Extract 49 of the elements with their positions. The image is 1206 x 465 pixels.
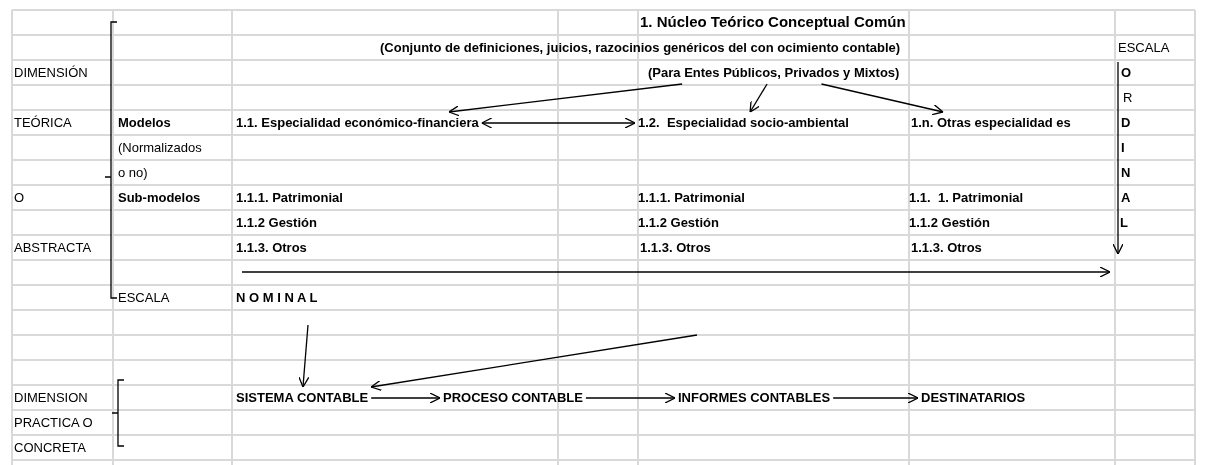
scale-letter: N	[1121, 165, 1131, 181]
arrow	[370, 392, 441, 404]
node-text: DESTINATARIOS	[921, 390, 1026, 406]
dimension-label: PRACTICA O	[14, 415, 93, 431]
row-label: Modelos	[118, 115, 171, 131]
row-label: (Normalizados	[118, 140, 202, 156]
submodel-label: 1.1.1. Patrimonial	[236, 190, 343, 206]
dimension-label: DIMENSION	[14, 390, 88, 406]
scale-letter: L	[1120, 215, 1128, 231]
submodel-label: 1.1.3. Otros	[911, 240, 982, 256]
submodel-label: 1.1.3. Otros	[236, 240, 307, 256]
arrow	[448, 83, 683, 117]
dimension-label: O	[14, 190, 25, 206]
scale-letter: I	[1121, 140, 1125, 156]
node-text: 1.2. Especialidad socio-ambiental	[638, 115, 849, 131]
node-text: PROCESO CONTABLE	[443, 390, 583, 406]
arrow	[820, 83, 944, 116]
arrow	[585, 392, 676, 404]
submodel-label: 1.1.3. Otros	[640, 240, 711, 256]
scale-letter: D	[1121, 115, 1131, 131]
submodel-label: 1.1.2 Gestión	[236, 215, 317, 231]
scale-letter: R	[1123, 90, 1133, 106]
row-label: Sub-modelos	[118, 190, 201, 206]
scale-label: N O M I N A L	[236, 290, 318, 306]
submodel-label: 1.1. 1. Patrimonial	[909, 190, 1024, 206]
dimension-label: DIMENSIÓN	[14, 65, 88, 81]
arrow	[370, 334, 698, 391]
scale-letter: O	[1121, 65, 1132, 81]
row-label: o no)	[118, 165, 148, 181]
submodel-label: 1.1.2 Gestión	[909, 215, 990, 231]
submodel-label: 1.1.1. Patrimonial	[638, 190, 745, 206]
arrow	[298, 324, 310, 388]
node-text: 1.1. Especialidad económico-financiera	[236, 115, 479, 131]
arrow	[481, 117, 636, 129]
arrow	[749, 83, 768, 113]
submodel-label: 1.1.2 Gestión	[638, 215, 719, 231]
subtitle: (Conjunto de definiciones, juicios, razocinios genéricos del con ocimiento contable)	[380, 40, 901, 56]
scale-letter: A	[1121, 190, 1131, 206]
node-text: (Para Entes Públicos, Privados y Mixtos)	[648, 65, 900, 81]
dimension-label: ABSTRACTA	[14, 240, 92, 256]
dimension-label: TEÓRICA	[14, 115, 72, 131]
arrow	[832, 392, 919, 404]
node-text: SISTEMA CONTABLE	[236, 390, 369, 406]
row-label: ESCALA	[118, 290, 170, 306]
scale-label: ESCALA	[1118, 40, 1170, 56]
dimension-label: CONCRETA	[14, 440, 86, 456]
title: 1. Núcleo Teórico Conceptual Común	[640, 14, 906, 30]
node-text: INFORMES CONTABLES	[678, 390, 831, 406]
node-text: 1.n. Otras especialidad es	[911, 115, 1071, 131]
